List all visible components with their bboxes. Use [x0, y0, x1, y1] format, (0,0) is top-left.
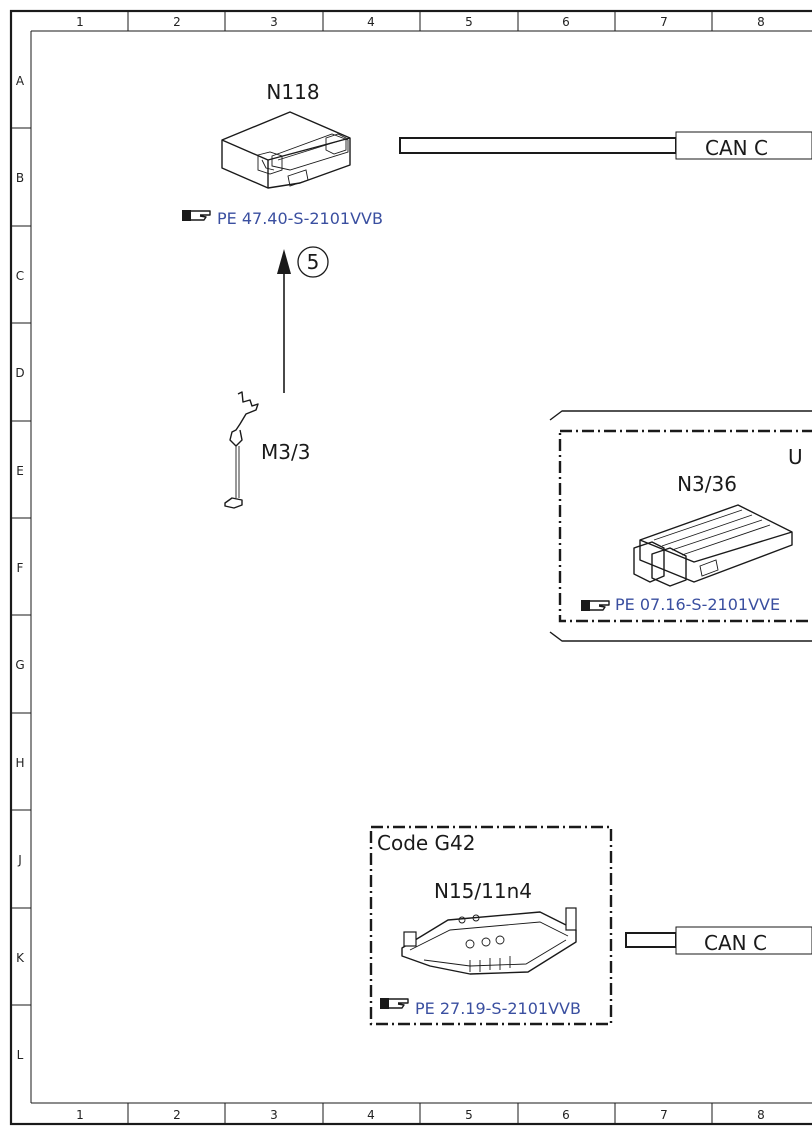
- can-bus-top: CAN C: [399, 131, 812, 160]
- n118-ref-text[interactable]: PE 47.40-S-2101VVB: [217, 209, 383, 228]
- col-label: 6: [562, 15, 570, 29]
- n336-ref-text[interactable]: PE 07.16-S-2101VVE: [615, 595, 780, 614]
- n15-group-label: Code G42: [377, 831, 476, 855]
- row-label: G: [15, 658, 24, 672]
- row-label: F: [17, 561, 24, 575]
- n336-group-box: [558, 429, 812, 623]
- col-label: 1: [76, 1108, 84, 1122]
- col-label: 6: [562, 1108, 570, 1122]
- row-labels: A B C D E F G H J K L: [15, 74, 25, 1062]
- row-label: E: [16, 464, 24, 478]
- col-label: 5: [465, 15, 473, 29]
- n118-module: [221, 111, 351, 189]
- row-label: J: [17, 853, 22, 867]
- col-label: 8: [757, 1108, 765, 1122]
- n336-reference[interactable]: PE 07.16-S-2101VVE: [581, 595, 780, 614]
- outer-frame: [9, 9, 812, 1126]
- col-label: 4: [367, 15, 375, 29]
- hand-pointer-icon: [380, 998, 409, 1009]
- can-bottom-label: CAN C: [704, 931, 767, 955]
- marker-5-text: 5: [307, 250, 320, 274]
- col-label: 5: [465, 1108, 473, 1122]
- m33-sensor: [224, 391, 259, 509]
- col-label: 7: [660, 15, 668, 29]
- col-label: 7: [660, 1108, 668, 1122]
- n15-module: [401, 907, 577, 975]
- signal-arrow: [277, 249, 291, 393]
- n118-label: N118: [266, 80, 319, 104]
- row-label: D: [15, 366, 24, 380]
- col-label: 3: [270, 1108, 278, 1122]
- col-label: 2: [173, 1108, 181, 1122]
- row-label: A: [16, 74, 25, 88]
- n336-outer-bracket: [549, 410, 812, 642]
- column-labels-top: 1 2 3 4 5 6 7 8: [76, 15, 765, 29]
- n336-module: [633, 504, 793, 587]
- col-label: 3: [270, 15, 278, 29]
- row-label: C: [16, 269, 24, 283]
- n15-group-box: [369, 825, 613, 1026]
- row-label: L: [17, 1048, 24, 1062]
- n15-ref-text[interactable]: PE 27.19-S-2101VVB: [415, 999, 581, 1018]
- n336-group-label: U: [788, 445, 803, 469]
- row-label: B: [16, 171, 24, 185]
- row-dividers: [11, 127, 31, 1006]
- n15-label: N15/11n4: [434, 879, 532, 903]
- column-labels-bottom: 1 2 3 4 5 6 7 8: [76, 1108, 765, 1122]
- can-top-label: CAN C: [705, 136, 768, 160]
- hand-pointer-icon: [182, 210, 211, 221]
- col-label: 1: [76, 15, 84, 29]
- m33-label: M3/3: [261, 440, 310, 464]
- column-dividers: [127, 11, 713, 1124]
- n15-reference[interactable]: PE 27.19-S-2101VVB: [380, 998, 581, 1018]
- row-label: H: [15, 756, 24, 770]
- hand-pointer-icon: [581, 600, 610, 611]
- col-label: 2: [173, 15, 181, 29]
- col-label: 8: [757, 15, 765, 29]
- can-bus-bottom: CAN C: [625, 926, 812, 955]
- col-label: 4: [367, 1108, 375, 1122]
- n336-label: N3/36: [677, 472, 737, 496]
- row-label: K: [16, 951, 25, 965]
- n118-reference[interactable]: PE 47.40-S-2101VVB: [182, 209, 383, 228]
- marker-5: 5: [297, 246, 329, 278]
